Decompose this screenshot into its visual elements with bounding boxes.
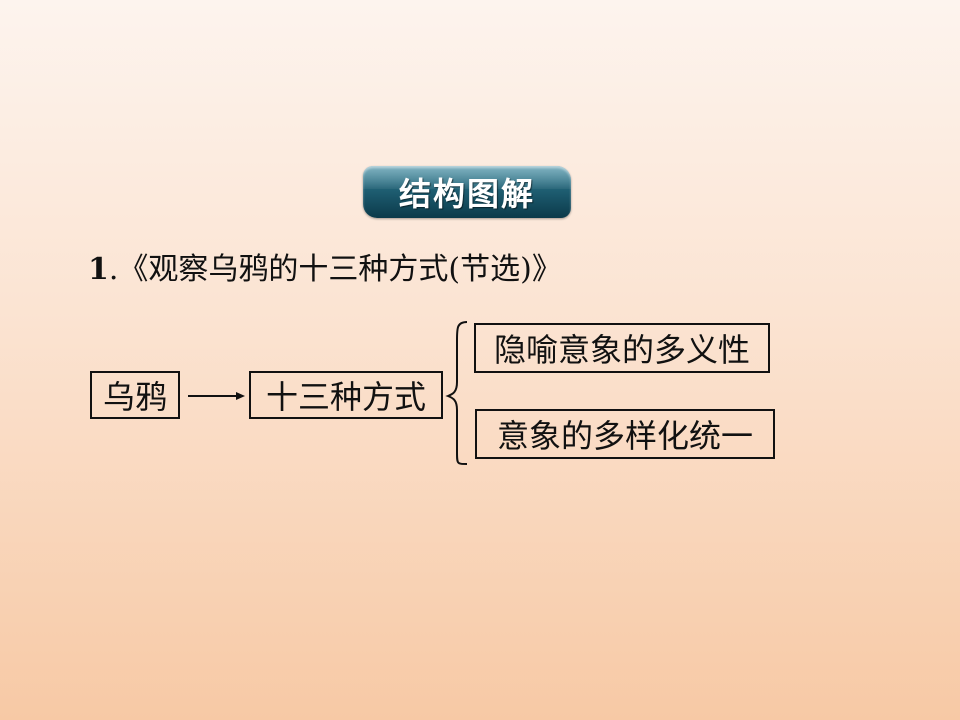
badge-shine: [363, 166, 571, 190]
section-title-badge: 结构图解: [363, 166, 571, 218]
heading-title: 《观察乌鸦的十三种方式(节选)》: [118, 252, 562, 287]
arrow-head: [236, 392, 245, 400]
middle-node-label: 十三种方式: [265, 378, 426, 416]
heading-line: 1.《观察乌鸦的十三种方式(节选)》: [88, 244, 562, 288]
heading-separator: .: [108, 252, 119, 287]
middle-node-box: 十三种方式: [249, 371, 443, 419]
heading-number: 1: [88, 252, 109, 287]
root-node-label: 乌鸦: [102, 378, 167, 416]
branch-node-box-2: 意象的多样化统一: [475, 409, 775, 459]
branch-node-label-1: 隐喻意象的多义性: [493, 331, 750, 369]
branch-node-box-1: 隐喻意象的多义性: [474, 323, 770, 373]
branch-node-label-2: 意象的多样化统一: [496, 417, 753, 455]
section-title: 结构图解: [398, 175, 535, 213]
curly-brace: [445, 321, 468, 465]
root-node-box: 乌鸦: [90, 371, 180, 419]
